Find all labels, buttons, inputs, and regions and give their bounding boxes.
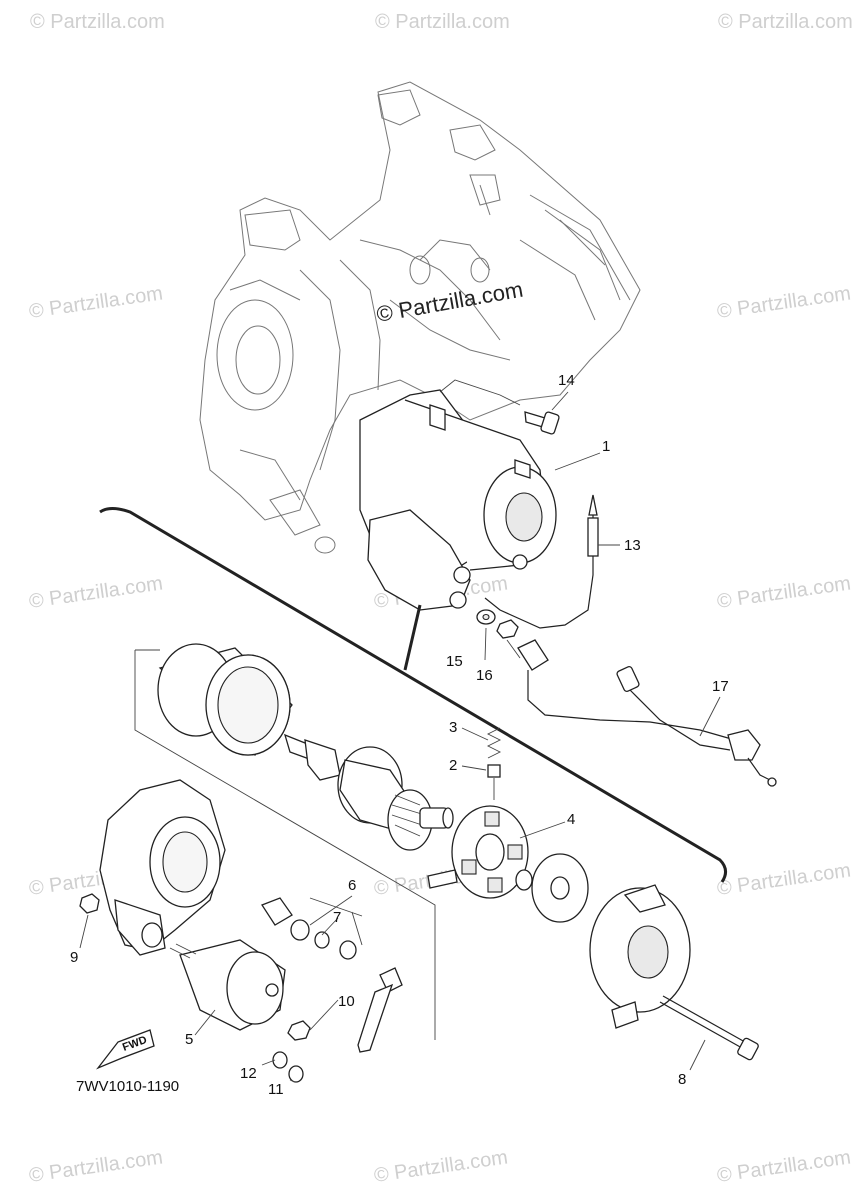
callout-9: 9 <box>70 949 78 966</box>
armature <box>283 733 454 851</box>
watermark: © Partzilla.com <box>28 572 165 613</box>
callout-5: 5 <box>185 1031 193 1048</box>
assembly-bracket <box>99 507 727 883</box>
exploded-frame <box>134 650 436 1040</box>
callout-17: 17 <box>712 678 729 695</box>
watermark: © Partzilla.com <box>28 1146 165 1187</box>
shift-lever <box>357 967 403 1053</box>
solenoid-5 <box>169 939 286 1031</box>
drive-housing <box>99 779 226 956</box>
callout-2: 2 <box>449 757 457 774</box>
washer-nut-15-16 <box>476 609 519 639</box>
bushing-clips-6-7 <box>261 897 363 960</box>
starter-motor-assembly <box>359 379 557 611</box>
watermark: © Partzilla.com <box>716 1146 853 1187</box>
watermark-main: © Partzilla.com <box>375 277 525 327</box>
callout-11: 11 <box>268 1081 284 1098</box>
yoke-housing <box>157 643 293 756</box>
leader-lines <box>79 391 721 1083</box>
callout-10: 10 <box>338 993 355 1010</box>
callout-14: 14 <box>558 372 575 389</box>
through-bolt-8 <box>659 995 759 1061</box>
fwd-arrow: FWD <box>95 1029 155 1070</box>
nuts-10-11-12 <box>272 1020 311 1083</box>
bolt-14 <box>524 411 560 435</box>
drawing-code: 7WV1010-1190 <box>76 1078 179 1095</box>
watermark: © Partzilla.com <box>718 11 853 33</box>
callout-1: 1 <box>602 438 610 455</box>
callout-16: 16 <box>476 667 493 684</box>
callout-3: 3 <box>449 719 457 736</box>
callout-15: 15 <box>446 653 463 670</box>
nut-9 <box>79 893 100 914</box>
callouts: 1 2 3 4 5 6 7 8 9 10 11 12 13 14 15 16 1… <box>70 372 729 1098</box>
brush-holder-4 <box>427 805 533 899</box>
callout-6: 6 <box>348 877 356 894</box>
callout-12: 12 <box>240 1065 257 1082</box>
watermark: © Partzilla.com <box>373 1146 510 1187</box>
callout-4: 4 <box>567 811 575 828</box>
lead-wire-13 <box>484 494 599 629</box>
wire-harness-17 <box>517 639 777 787</box>
watermark: © Partzilla.com <box>30 11 165 33</box>
washer-plate <box>531 853 589 923</box>
assembly-bracket-stem <box>403 604 422 671</box>
watermark: © Partzilla.com <box>716 282 853 323</box>
brush-spring-2-3 <box>486 727 502 800</box>
watermark: © Partzilla.com <box>716 572 853 613</box>
watermark: © Partzilla.com <box>28 282 165 323</box>
callout-8: 8 <box>678 1071 686 1088</box>
callout-13: 13 <box>624 537 641 554</box>
callout-7: 7 <box>333 909 341 926</box>
watermark: © Partzilla.com <box>716 859 853 900</box>
crankcase-illustration <box>199 81 641 554</box>
front-cover <box>589 884 691 1029</box>
watermark: © Partzilla.com <box>375 11 510 33</box>
